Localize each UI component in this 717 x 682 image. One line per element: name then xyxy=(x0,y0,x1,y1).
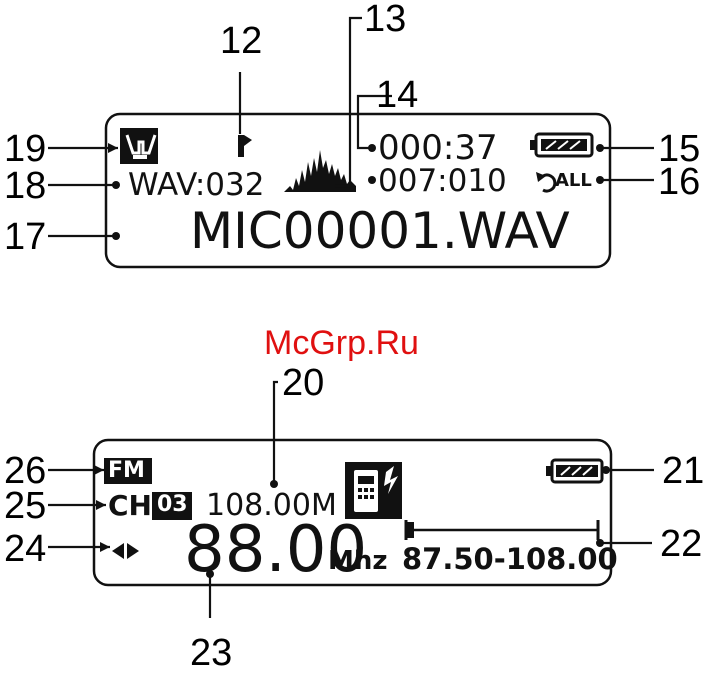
callout-23: 23 xyxy=(190,634,232,672)
callout-21: 21 xyxy=(662,452,704,490)
channel-label: CH xyxy=(108,492,152,520)
fm-badge: FM xyxy=(108,460,145,482)
repeat-mode: ALL xyxy=(555,172,592,190)
battery-icon-bottom xyxy=(546,460,602,482)
radio-device-icon xyxy=(345,462,402,519)
callout-26: 26 xyxy=(4,452,46,490)
mic-marker-icon xyxy=(238,135,252,157)
elapsed-time: 000:37 xyxy=(378,131,498,165)
callout-19: 19 xyxy=(4,130,46,168)
tuning-bar xyxy=(406,520,598,540)
callout-17: 17 xyxy=(4,218,46,256)
track-position: 007:010 xyxy=(378,166,507,197)
file-counter: WAV:032 xyxy=(128,170,264,201)
watermark: McGrp.Ru xyxy=(264,324,419,363)
callout-13: 13 xyxy=(364,0,406,38)
callout-14: 14 xyxy=(376,76,418,114)
stereo-icon xyxy=(112,543,139,559)
callout-16: 16 xyxy=(658,163,700,201)
callout-20: 20 xyxy=(282,364,324,402)
filename: MIC00001.WAV xyxy=(190,206,570,256)
repeat-icon xyxy=(536,172,555,191)
callout-12: 12 xyxy=(220,22,262,60)
callout-24: 24 xyxy=(4,530,46,568)
callout-18: 18 xyxy=(4,167,46,205)
callout-22: 22 xyxy=(660,525,702,563)
battery-icon-top xyxy=(530,134,592,156)
frequency-unit: Mhz xyxy=(328,548,388,574)
band-range: 87.50-108.00 xyxy=(402,545,618,574)
callout-25: 25 xyxy=(4,487,46,525)
voice-record-icon xyxy=(120,128,158,164)
